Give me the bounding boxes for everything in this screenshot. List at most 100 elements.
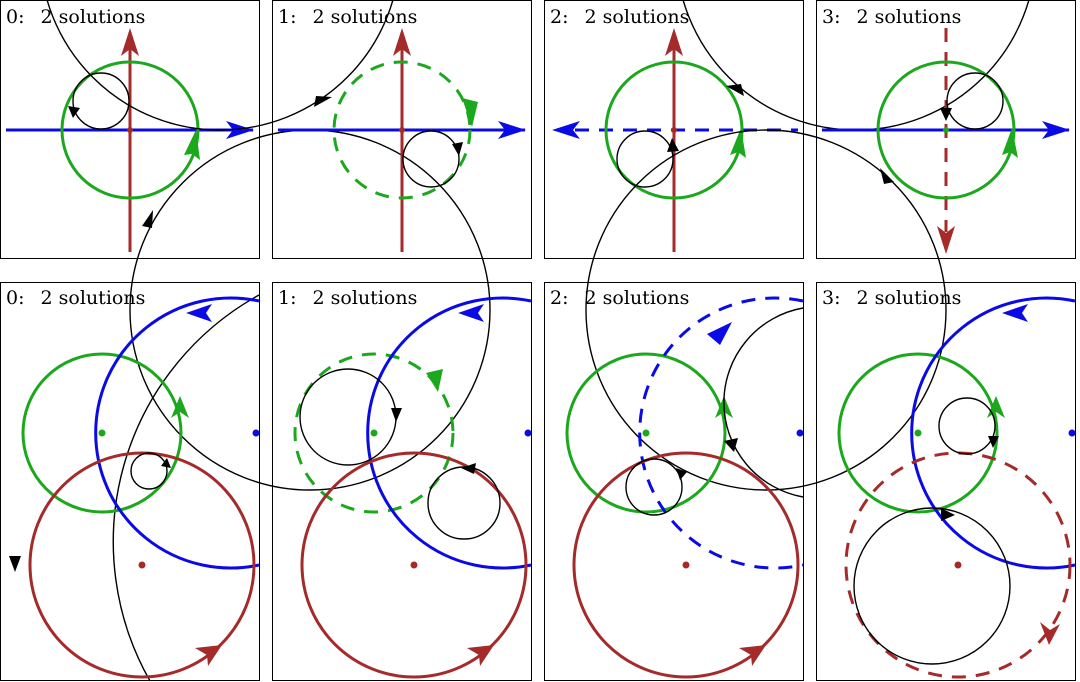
green-center-dot bbox=[98, 429, 106, 437]
green-center-dot bbox=[642, 429, 650, 437]
red-center-dot bbox=[954, 561, 962, 569]
blue-arc-dashed bbox=[638, 296, 804, 570]
black-arrowhead bbox=[452, 142, 463, 156]
black-small-circle bbox=[938, 397, 996, 455]
panel-frame bbox=[272, 282, 532, 681]
black-arrowhead bbox=[724, 438, 738, 452]
black-small-circle bbox=[616, 130, 674, 188]
green-circle-dashed bbox=[332, 60, 472, 200]
green-circle bbox=[60, 60, 200, 200]
green-circle-dashed bbox=[293, 352, 455, 514]
black-large-circle bbox=[723, 307, 804, 498]
svg-text:3: 2 solutions: 3: 2 solutions bbox=[822, 6, 961, 28]
center-dot bbox=[943, 127, 949, 133]
red-line-arrowhead bbox=[393, 28, 411, 56]
blue-center-dot bbox=[524, 429, 532, 437]
red-circle bbox=[572, 451, 800, 679]
panel-index: 1: bbox=[278, 287, 297, 309]
panel-solutions-label: 2 solutions bbox=[857, 287, 962, 309]
panel-solutions-label: 2 solutions bbox=[41, 287, 146, 309]
panel-index: 2: bbox=[550, 6, 569, 28]
black-arrowhead bbox=[461, 463, 476, 474]
blue-center-dot bbox=[252, 429, 260, 437]
blue-arc bbox=[366, 296, 532, 570]
black-arrowhead bbox=[676, 468, 687, 480]
black-arrowhead bbox=[880, 168, 894, 184]
green-arrowhead bbox=[730, 128, 746, 158]
svg-text:2: 2 solutions: 2: 2 solutions bbox=[550, 287, 689, 309]
red-circle bbox=[300, 451, 528, 679]
black-small-circle bbox=[402, 130, 460, 188]
panel-index: 1: bbox=[278, 6, 297, 28]
blue-arc bbox=[910, 296, 1076, 570]
red-circle bbox=[28, 451, 256, 679]
black-arrowhead bbox=[726, 84, 744, 96]
panel-solutions-label: 2 solutions bbox=[313, 287, 418, 309]
panel-frame bbox=[816, 282, 1076, 681]
panel-frame bbox=[544, 0, 804, 259]
green-arrowhead bbox=[184, 130, 200, 160]
red-arrowhead bbox=[467, 645, 494, 666]
black-arrowhead bbox=[161, 458, 171, 468]
blue-line-arrowhead bbox=[1042, 121, 1070, 139]
blue-arrowhead bbox=[707, 322, 732, 345]
svg-text:1: 2 solutions: 1: 2 solutions bbox=[278, 287, 417, 309]
black-large-circle bbox=[112, 294, 260, 682]
blue-line-arrowhead bbox=[552, 121, 580, 139]
black-small-circle bbox=[427, 466, 501, 540]
panel-frame bbox=[0, 282, 260, 681]
blue-arrowhead bbox=[186, 304, 212, 322]
panel-frame bbox=[544, 282, 804, 681]
black-arrowhead bbox=[314, 96, 332, 107]
green-arrowhead bbox=[462, 98, 478, 127]
panel-index: 3: bbox=[822, 287, 841, 309]
black-large-circle bbox=[46, 0, 394, 131]
panel-index: 0: bbox=[6, 287, 25, 309]
black-small-circle bbox=[130, 452, 168, 490]
panel-solutions-label: 2 solutions bbox=[857, 6, 962, 28]
panel-bottom-0: 0: 2 solutions bbox=[0, 282, 260, 682]
black-arrowhead bbox=[9, 556, 21, 572]
svg-text:3: 2 solutions: 3: 2 solutions bbox=[822, 287, 961, 309]
svg-text:1: 2 solutions: 1: 2 solutions bbox=[278, 6, 417, 28]
panel-top-3: 3: 2 solutions bbox=[585, 0, 1076, 491]
black-arrowhead bbox=[988, 436, 999, 448]
svg-text:0: 2 solutions: 0: 2 solutions bbox=[6, 287, 145, 309]
panel-index: 3: bbox=[822, 6, 841, 28]
red-line-arrowhead bbox=[665, 28, 683, 56]
red-circle-dashed bbox=[844, 451, 1072, 679]
red-arrowhead bbox=[1040, 622, 1060, 645]
svg-text:2: 2 solutions: 2: 2 solutions bbox=[550, 6, 689, 28]
red-center-dot bbox=[138, 561, 146, 569]
black-arrowhead bbox=[142, 210, 153, 228]
black-arrowhead bbox=[941, 508, 955, 521]
red-arrowhead bbox=[195, 645, 222, 666]
blue-arrowhead bbox=[1002, 304, 1028, 322]
svg-text:0: 2 solutions: 0: 2 solutions bbox=[6, 6, 145, 28]
black-arrowhead bbox=[940, 108, 952, 121]
green-circle bbox=[565, 352, 727, 514]
black-small-circle bbox=[946, 72, 1004, 130]
blue-line-arrowhead bbox=[226, 121, 254, 139]
black-large-circle bbox=[853, 507, 1011, 665]
black-arrowhead bbox=[667, 138, 679, 152]
green-arrowhead bbox=[426, 369, 443, 392]
green-circle bbox=[837, 352, 999, 514]
panel-frame bbox=[0, 0, 260, 259]
panel-bottom-2: 2: 2 solutions bbox=[544, 282, 804, 681]
panel-solutions-label: 2 solutions bbox=[585, 287, 690, 309]
red-center-dot bbox=[410, 561, 418, 569]
blue-line-arrowhead bbox=[498, 121, 526, 139]
center-dot bbox=[671, 127, 677, 133]
panel-bottom-1: 1: 2 solutions bbox=[272, 282, 532, 681]
red-line-arrowhead bbox=[121, 28, 139, 56]
red-arrowhead bbox=[739, 645, 766, 666]
blue-arrowhead bbox=[458, 304, 484, 322]
panel-solutions-label: 2 solutions bbox=[41, 6, 146, 28]
black-small-circle bbox=[299, 368, 397, 466]
green-arrowhead bbox=[1002, 128, 1018, 158]
green-circle bbox=[21, 352, 183, 514]
black-arrowhead bbox=[68, 106, 80, 118]
green-arrowhead bbox=[171, 396, 189, 418]
